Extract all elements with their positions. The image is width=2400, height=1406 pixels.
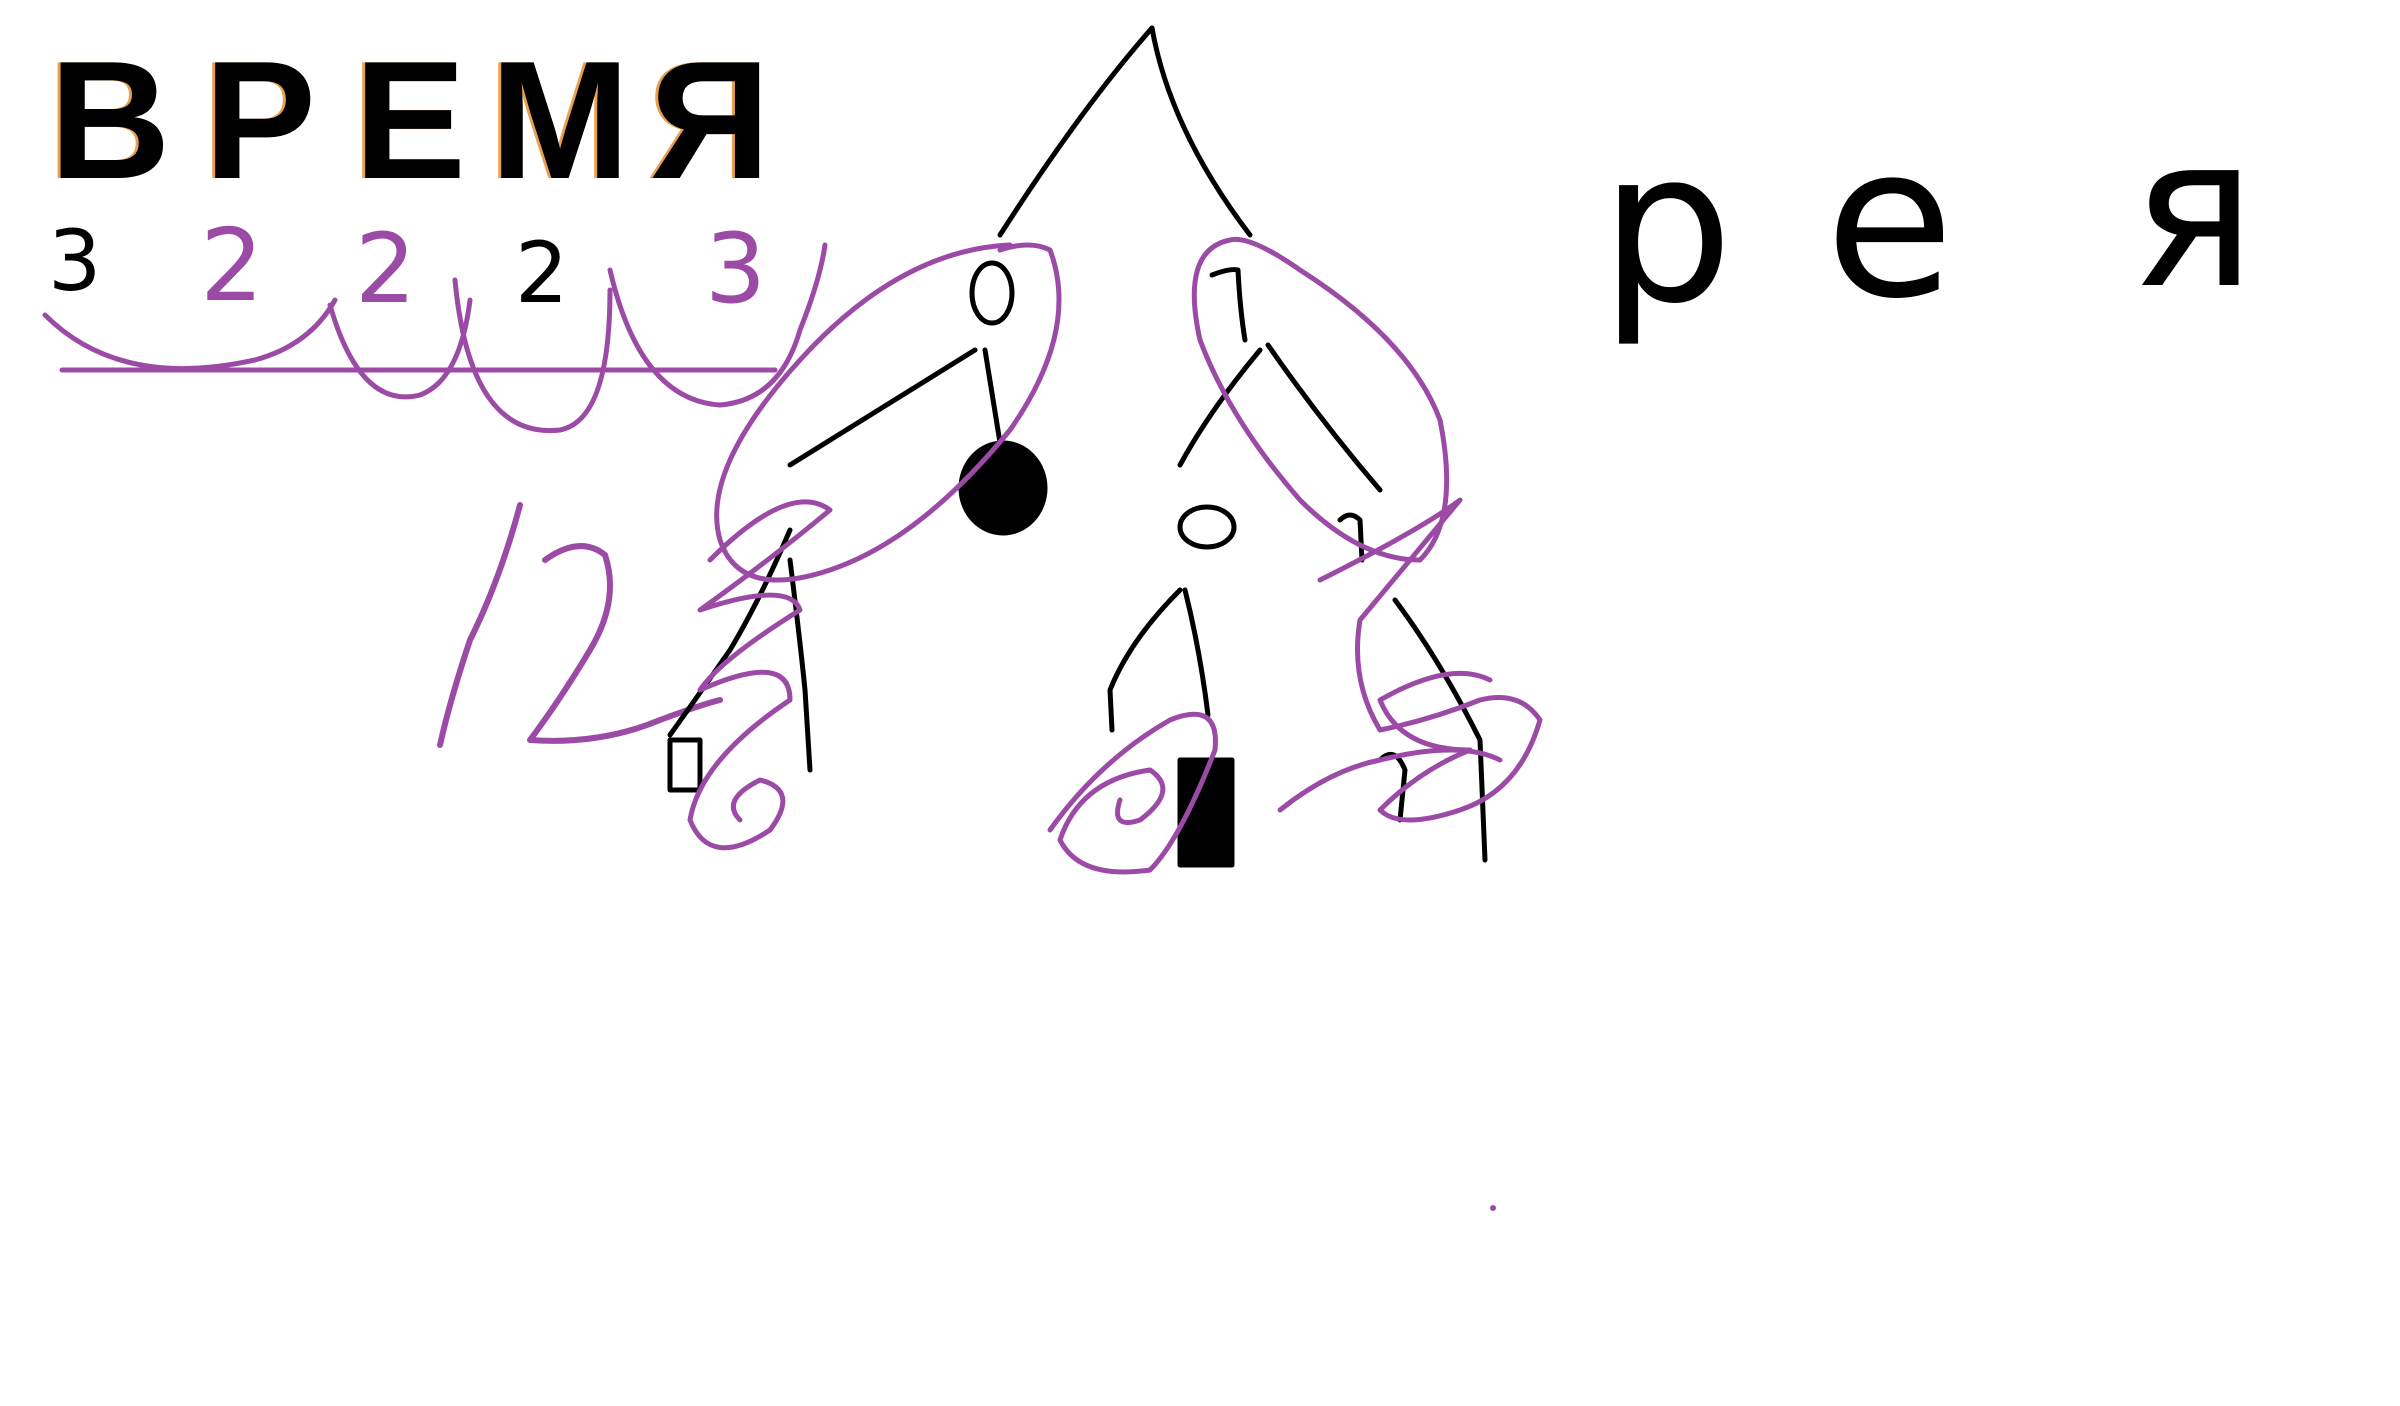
- branch-root-right: [1149, 25, 1253, 238]
- side-letter-ya: я: [2130, 90, 2256, 335]
- count-ya: 3: [705, 213, 766, 325]
- count-v: 3: [48, 212, 101, 310]
- branch-l-r: [982, 347, 1005, 458]
- branch-left-lower: [667, 527, 793, 738]
- digit-1: [437, 502, 523, 748]
- scribble-right-tail: [1277, 747, 1503, 813]
- branch-lower-l: [1107, 587, 1183, 733]
- leaf-left-0: [667, 737, 703, 793]
- grouping-arcs: [42, 242, 828, 434]
- node-left-0: [969, 260, 1015, 326]
- title-letter: М: [490, 26, 630, 214]
- count-r: 2: [200, 207, 264, 324]
- arc-4: [607, 242, 828, 408]
- scribble-mid: [1047, 711, 1218, 875]
- subtree-loops: [687, 236, 1543, 875]
- node-mid-0: [1177, 504, 1237, 550]
- branch-r-l: [1177, 347, 1263, 468]
- title-letter: Р: [203, 26, 317, 214]
- huffman-tree: [667, 25, 1488, 868]
- branch-r-r: [1265, 342, 1383, 493]
- side-letter-e: е: [1825, 100, 1954, 345]
- branch-right-lower: [1392, 597, 1488, 863]
- arc-1: [42, 297, 338, 371]
- word-title: В Р Е М Я: [35, 26, 785, 214]
- stray-dot: [1490, 1205, 1496, 1211]
- title-letter: Е: [353, 26, 467, 214]
- title-letter: В: [49, 26, 171, 214]
- branch-l-l: [787, 347, 978, 468]
- node-right-1: [1209, 267, 1248, 343]
- scribble-right: [1317, 497, 1543, 823]
- total-12: [437, 502, 723, 748]
- title-letter: Я: [649, 26, 771, 214]
- count-e: 2: [355, 213, 416, 325]
- branch-root-left: [997, 25, 1155, 238]
- scribble-left: [687, 499, 833, 851]
- loop-left: [714, 242, 1062, 583]
- leaf-black-1: [958, 440, 1048, 536]
- node-mid-1: [1337, 512, 1365, 563]
- side-letter-r: р: [1600, 105, 1733, 350]
- letter-counts: 3 2 2 2 3: [48, 207, 766, 325]
- branch-lower-r: [1182, 587, 1211, 718]
- arc-3: [452, 277, 613, 434]
- digit-2: [527, 543, 723, 744]
- branch-left-r2: [787, 557, 813, 773]
- count-m: 2: [515, 224, 568, 322]
- loop-right: [1191, 236, 1450, 563]
- arc-2: [327, 297, 473, 400]
- side-letters: р е я: [1600, 90, 2256, 350]
